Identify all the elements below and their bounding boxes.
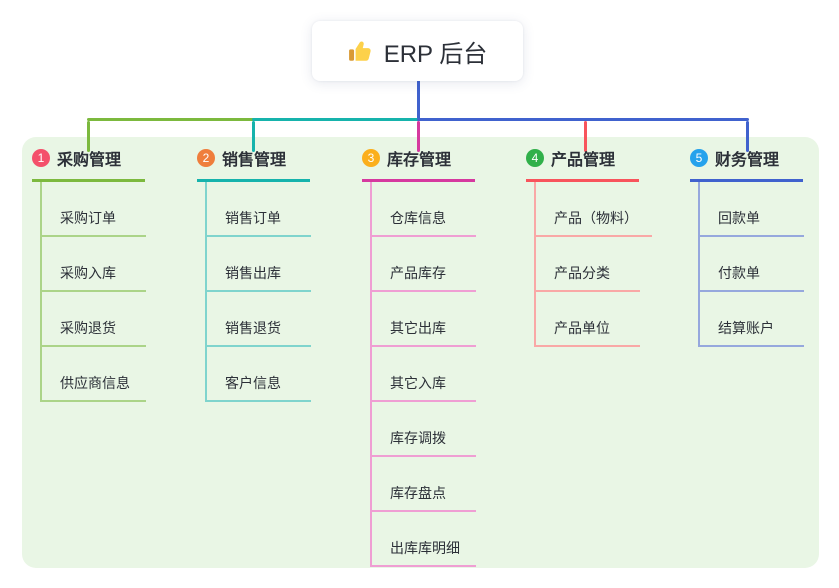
child-topic[interactable]: 产品单位 bbox=[536, 292, 640, 347]
branch-children: 产品（物料）产品分类产品单位 bbox=[534, 182, 652, 347]
thumbs-up-icon bbox=[348, 38, 374, 64]
connector-branch-drop bbox=[87, 121, 90, 152]
branch-children: 销售订单销售出库销售退货客户信息 bbox=[205, 182, 311, 402]
branch-children: 采购订单采购入库采购退货供应商信息 bbox=[40, 182, 146, 402]
child-topic[interactable]: 销售退货 bbox=[207, 292, 311, 347]
child-topic[interactable]: 采购入库 bbox=[42, 237, 146, 292]
child-topic[interactable]: 采购订单 bbox=[42, 182, 146, 237]
child-topic[interactable]: 产品（物料） bbox=[536, 182, 652, 237]
connector-branch-drop bbox=[584, 121, 587, 152]
connector-root-vertical bbox=[417, 80, 420, 121]
child-topic[interactable]: 销售订单 bbox=[207, 182, 311, 237]
child-topic[interactable]: 库存盘点 bbox=[372, 457, 476, 512]
branch-title[interactable]: 2 销售管理 bbox=[197, 146, 310, 182]
child-topic[interactable]: 其它出库 bbox=[372, 292, 476, 347]
child-topic[interactable]: 仓库信息 bbox=[372, 182, 476, 237]
branch-number-badge: 4 bbox=[526, 149, 544, 167]
branches-panel bbox=[22, 137, 819, 568]
branch-title[interactable]: 1 采购管理 bbox=[32, 146, 145, 182]
branch-children: 回款单付款单结算账户 bbox=[698, 182, 804, 347]
child-topic[interactable]: 产品库存 bbox=[372, 237, 476, 292]
branch-title[interactable]: 4 产品管理 bbox=[526, 146, 639, 182]
child-topic[interactable]: 回款单 bbox=[700, 182, 804, 237]
branch-title[interactable]: 5 财务管理 bbox=[690, 146, 803, 182]
branch-title[interactable]: 3 库存管理 bbox=[362, 146, 475, 182]
branch-children: 仓库信息产品库存其它出库其它入库库存调拨库存盘点出库库明细 bbox=[370, 182, 476, 567]
child-topic[interactable]: 销售出库 bbox=[207, 237, 311, 292]
child-topic[interactable]: 供应商信息 bbox=[42, 347, 146, 402]
connector-branch-drop bbox=[417, 121, 420, 152]
branch-column: 5 财务管理回款单付款单结算账户 bbox=[690, 146, 804, 347]
branch-label: 采购管理 bbox=[57, 152, 122, 169]
root-node[interactable]: ERP 后台 bbox=[312, 21, 523, 81]
child-topic[interactable]: 客户信息 bbox=[207, 347, 311, 402]
child-topic[interactable]: 库存调拨 bbox=[372, 402, 476, 457]
branch-number-badge: 2 bbox=[197, 149, 215, 167]
connector-bus-segment-1 bbox=[87, 118, 255, 121]
branch-label: 产品管理 bbox=[551, 152, 616, 169]
branch-column: 3 库存管理仓库信息产品库存其它出库其它入库库存调拨库存盘点出库库明细 bbox=[362, 146, 476, 567]
child-topic[interactable]: 采购退货 bbox=[42, 292, 146, 347]
branch-label: 销售管理 bbox=[222, 152, 287, 169]
connector-branch-drop bbox=[746, 121, 749, 152]
branch-column: 2 销售管理销售订单销售出库销售退货客户信息 bbox=[197, 146, 311, 402]
branch-column: 4 产品管理产品（物料）产品分类产品单位 bbox=[526, 146, 652, 347]
connector-branch-drop bbox=[252, 121, 255, 152]
connector-bus-segment-2 bbox=[252, 118, 420, 121]
branch-number-badge: 3 bbox=[362, 149, 380, 167]
connector-bus-segment-3 bbox=[417, 118, 749, 121]
child-topic[interactable]: 出库库明细 bbox=[372, 512, 476, 567]
child-topic[interactable]: 结算账户 bbox=[700, 292, 804, 347]
branch-number-badge: 1 bbox=[32, 149, 50, 167]
child-topic[interactable]: 付款单 bbox=[700, 237, 804, 292]
root-title: ERP 后台 bbox=[383, 40, 488, 68]
branch-number-badge: 5 bbox=[690, 149, 708, 167]
branch-label: 库存管理 bbox=[387, 152, 452, 169]
branch-label: 财务管理 bbox=[715, 152, 780, 169]
branch-column: 1 采购管理采购订单采购入库采购退货供应商信息 bbox=[32, 146, 146, 402]
child-topic[interactable]: 其它入库 bbox=[372, 347, 476, 402]
child-topic[interactable]: 产品分类 bbox=[536, 237, 640, 292]
